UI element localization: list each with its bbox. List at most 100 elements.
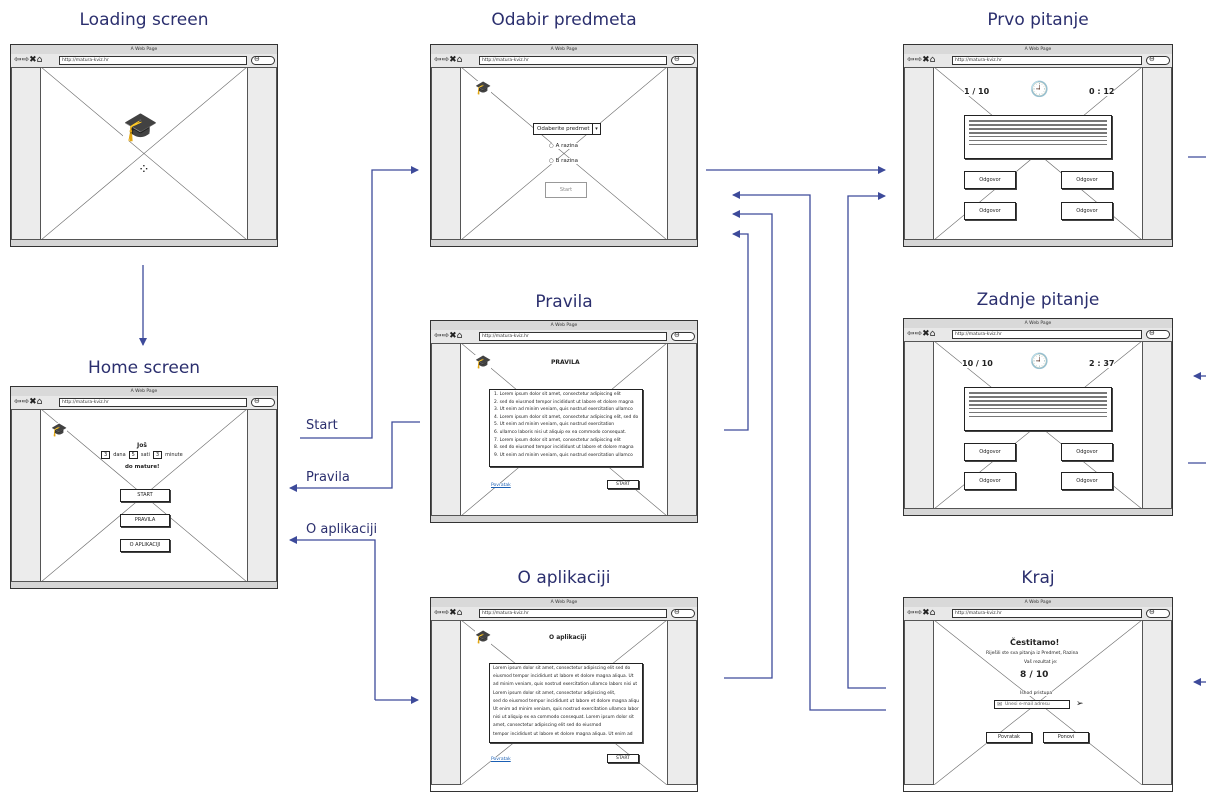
o-aplikaciji-button[interactable]: O APLIKACIJI: [120, 539, 170, 552]
mail-icon: ✉: [997, 701, 1003, 708]
start-button[interactable]: Start: [545, 182, 587, 198]
countdown-sub: do mature!: [125, 464, 160, 470]
start-button[interactable]: START: [607, 480, 639, 489]
radio-b-razina[interactable]: ○ B razina: [549, 158, 578, 164]
content-area: 1 / 10 🕘 0 : 12 Odgovor Odgovor Odgovor …: [934, 67, 1142, 240]
pravila-screen-wireframe: A Web Page ⇦⇨✖⌂ http://matura-kviz.hr ⊖ …: [430, 320, 698, 523]
left-panel: [904, 67, 934, 240]
url-field: http://matura-kviz.hr: [59, 398, 247, 407]
hours-stepper[interactable]: 5: [128, 451, 138, 459]
question-progress: 10 / 10: [962, 359, 993, 368]
right-panel: [667, 67, 697, 240]
answer-button-4[interactable]: Odgovor: [1061, 202, 1113, 220]
answer-button-4[interactable]: Odgovor: [1061, 472, 1113, 490]
back-link[interactable]: Povratak: [491, 483, 511, 488]
status-bar: [431, 239, 697, 246]
home-screen-title: Home screen: [87, 358, 201, 378]
nav-icons: ⇦⇨✖⌂: [14, 397, 43, 407]
kraj-screen-title: Kraj: [1021, 568, 1055, 588]
answer-button-3[interactable]: Odgovor: [964, 202, 1016, 220]
oaplikaciji-screen-title: O aplikaciji: [517, 568, 611, 588]
search-icon: ⊖: [1146, 55, 1170, 65]
search-icon: ⊖: [671, 331, 695, 341]
hours-label: sati: [140, 452, 150, 458]
answer-button-2[interactable]: Odgovor: [1061, 443, 1113, 461]
address-bar: ⇦⇨✖⌂ http://matura-kviz.hr ⊖: [431, 54, 697, 68]
nav-icons: ⇦⇨✖⌂: [434, 55, 463, 65]
countdown-row: 3 dana 5 sati 3 minute: [101, 451, 183, 459]
nav-icons: ⇦⇨✖⌂: [907, 329, 936, 339]
subject-select-value: Odaberite predmet: [537, 126, 590, 132]
subject-select[interactable]: Odaberite predmet ▾: [533, 123, 601, 135]
graduation-cap-icon: 🎓: [475, 81, 492, 96]
right-panel: [1142, 620, 1172, 785]
content-area: Čestitamo! Riješili ste sva pitanja iz P…: [934, 620, 1142, 785]
minutes-label: minute: [165, 452, 183, 458]
rules-list: 1. Lorem ipsum dolor sit amet, consectet…: [489, 389, 643, 467]
nav-icons: ⇦⇨✖⌂: [434, 331, 463, 341]
search-icon: ⊖: [251, 397, 275, 407]
clock-icon: 🕘: [1030, 80, 1049, 98]
about-line: sed do eiusmod tempor incididunt ut labo…: [493, 698, 639, 704]
oaplikaciji-screen-wireframe: A Web Page ⇦⇨✖⌂ http://matura-kviz.hr ⊖ …: [430, 597, 698, 792]
loading-screen-title: Loading screen: [79, 10, 209, 30]
radio-a-razina[interactable]: ○ A razina: [549, 143, 578, 149]
question-text: [964, 115, 1112, 159]
about-line: ad minim veniam, quis nostrud exercitati…: [493, 682, 638, 688]
url-field: http://matura-kviz.hr: [952, 330, 1142, 339]
rule-item: 3. Ut enim ad minim veniam, quis nostrud…: [494, 407, 633, 413]
arrow-label-pravila: Pravila: [306, 470, 350, 485]
odabir-screen-wireframe: A Web Page ⇦⇨✖⌂ http://matura-kviz.hr ⊖ …: [430, 44, 698, 247]
score: 8 / 10: [1020, 670, 1049, 680]
url-field: http://matura-kviz.hr: [952, 609, 1142, 618]
minutes-stepper[interactable]: 3: [152, 451, 163, 459]
right-panel: [247, 67, 277, 240]
url-field: http://matura-kviz.hr: [479, 56, 667, 65]
radio-a-label: A razina: [555, 143, 578, 149]
right-panel: [247, 409, 277, 582]
pravila-button[interactable]: PRAVILA: [120, 514, 170, 527]
rule-item: 5. Ut enim ad minim veniam, quis nostrud…: [494, 422, 615, 428]
email-input[interactable]: ✉ Unesi e-mail adresu: [994, 700, 1070, 709]
email-placeholder: Unesi e-mail adresu: [1005, 702, 1050, 707]
rule-item: 7. Lorem ipsum dolor sit amet, consectet…: [494, 437, 621, 443]
ponovi-button[interactable]: Ponovi: [1043, 732, 1089, 743]
kraj-screen-wireframe: A Web Page ⇦⇨✖⌂ http://matura-kviz.hr ⊖ …: [903, 597, 1173, 792]
arrow-label-start: Start: [306, 418, 338, 433]
answer-button-1[interactable]: Odgovor: [964, 443, 1016, 461]
email-label: Ishod pristupa: [1020, 691, 1053, 696]
content-area: 10 / 10 🕘 2 : 37 Odgovor Odgovor Odgovor…: [934, 341, 1142, 509]
about-line: eiusmod tempor incididunt ut labore et d…: [493, 674, 634, 680]
address-bar: ⇦⇨✖⌂ http://matura-kviz.hr ⊖: [431, 607, 697, 621]
arrow-label-o-aplikaciji: O aplikaciji: [306, 522, 378, 537]
pravila-screen-title: Pravila: [535, 292, 593, 312]
send-icon[interactable]: ➢: [1076, 699, 1084, 709]
start-button[interactable]: START: [607, 754, 639, 763]
search-icon: ⊖: [1146, 608, 1170, 618]
countdown-heading: Još: [137, 442, 147, 449]
left-panel: [11, 409, 41, 582]
back-link[interactable]: Povratak: [491, 757, 511, 762]
search-icon: ⊖: [1146, 329, 1170, 339]
radio-b-label: B razina: [555, 158, 578, 164]
rule-item: 6. ullamco laboris nisi ut aliquip ex ea…: [494, 429, 627, 435]
status-bar: [904, 508, 1172, 515]
povratak-button[interactable]: Povratak: [986, 732, 1032, 743]
status-bar: [11, 581, 277, 588]
url-field: http://matura-kviz.hr: [479, 609, 667, 618]
about-line: Ut enim ad minim veniam, quis nostrud ex…: [493, 707, 639, 713]
days-stepper[interactable]: 3: [101, 451, 111, 459]
zadnje-screen-title: Zadnje pitanje: [976, 290, 1100, 310]
zadnje-screen-wireframe: A Web Page ⇦⇨✖⌂ http://matura-kviz.hr ⊖ …: [903, 318, 1173, 516]
answer-button-2[interactable]: Odgovor: [1061, 171, 1113, 189]
address-bar: ⇦⇨✖⌂ http://matura-kviz.hr ⊖: [904, 607, 1172, 621]
answer-button-3[interactable]: Odgovor: [964, 472, 1016, 490]
answer-button-1[interactable]: Odgovor: [964, 171, 1016, 189]
address-bar: ⇦⇨✖⌂ http://matura-kviz.hr ⊖: [904, 54, 1172, 68]
right-panel: [1142, 67, 1172, 240]
question-progress: 1 / 10: [964, 87, 990, 96]
start-button[interactable]: START: [120, 489, 170, 502]
address-bar: ⇦⇨✖⌂ http://matura-kviz.hr ⊖: [431, 330, 697, 344]
status-bar: [431, 515, 697, 522]
search-icon: ⊖: [671, 608, 695, 618]
